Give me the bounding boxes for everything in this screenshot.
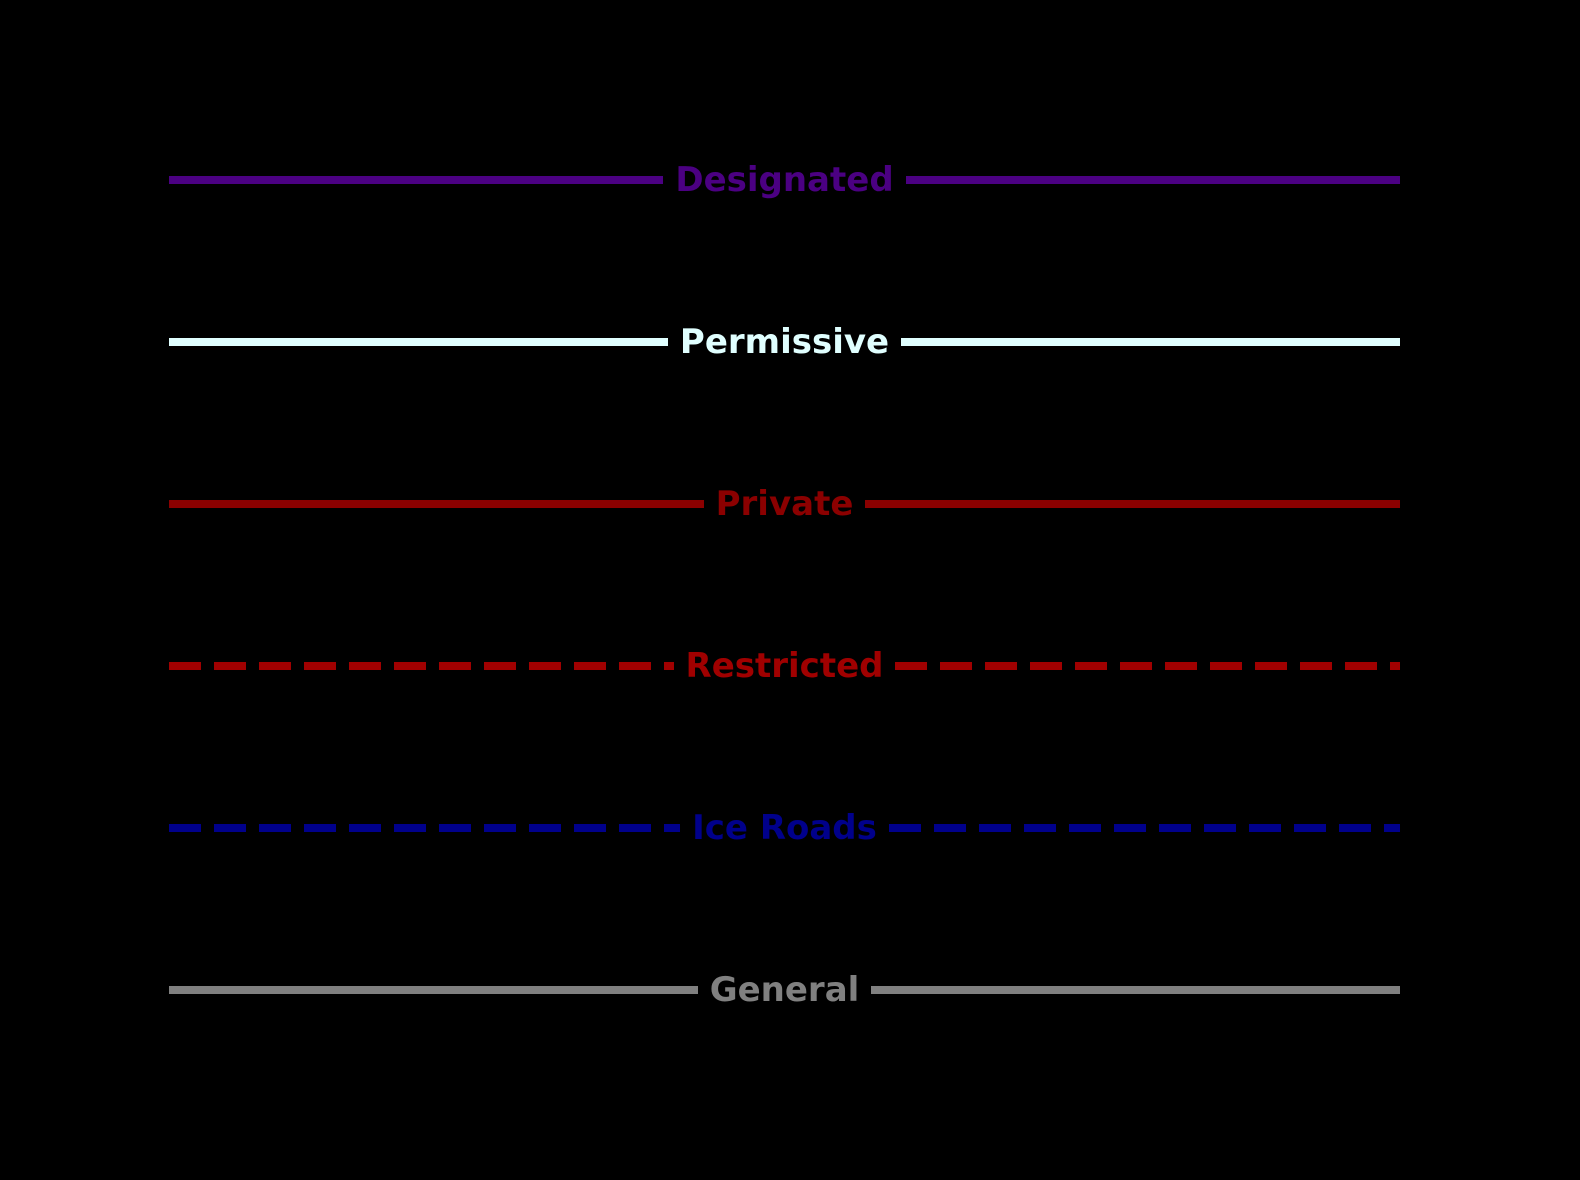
legend-line-right	[888, 824, 1401, 832]
legend-label: Ice Roads	[692, 808, 877, 848]
legend-row-ice-roads: Ice Roads	[169, 804, 1401, 852]
legend-label: General	[709, 970, 860, 1010]
legend-label: Permissive	[679, 322, 890, 362]
legend-label: Private	[715, 484, 854, 524]
legend-line-left	[169, 662, 674, 670]
legend-label: Restricted	[685, 646, 884, 686]
legend-line-left	[169, 176, 664, 184]
legend-line-right	[871, 986, 1401, 994]
legend-line-left	[169, 338, 668, 346]
legend-row-private: Private	[169, 480, 1401, 528]
legend-line-left	[169, 824, 681, 832]
legend-line-right	[865, 500, 1401, 508]
legend-line-right	[905, 176, 1400, 184]
legend-row-restricted: Restricted	[169, 642, 1400, 690]
legend-line-right	[901, 338, 1400, 346]
legend-label: Designated	[675, 160, 894, 200]
legend-line-right	[895, 662, 1400, 670]
legend-line-left	[169, 500, 704, 508]
legend-line-left	[169, 986, 698, 994]
legend-row-general: General	[169, 966, 1401, 1014]
legend-row-permissive: Permissive	[169, 318, 1400, 366]
legend-row-designated: Designated	[169, 156, 1400, 204]
